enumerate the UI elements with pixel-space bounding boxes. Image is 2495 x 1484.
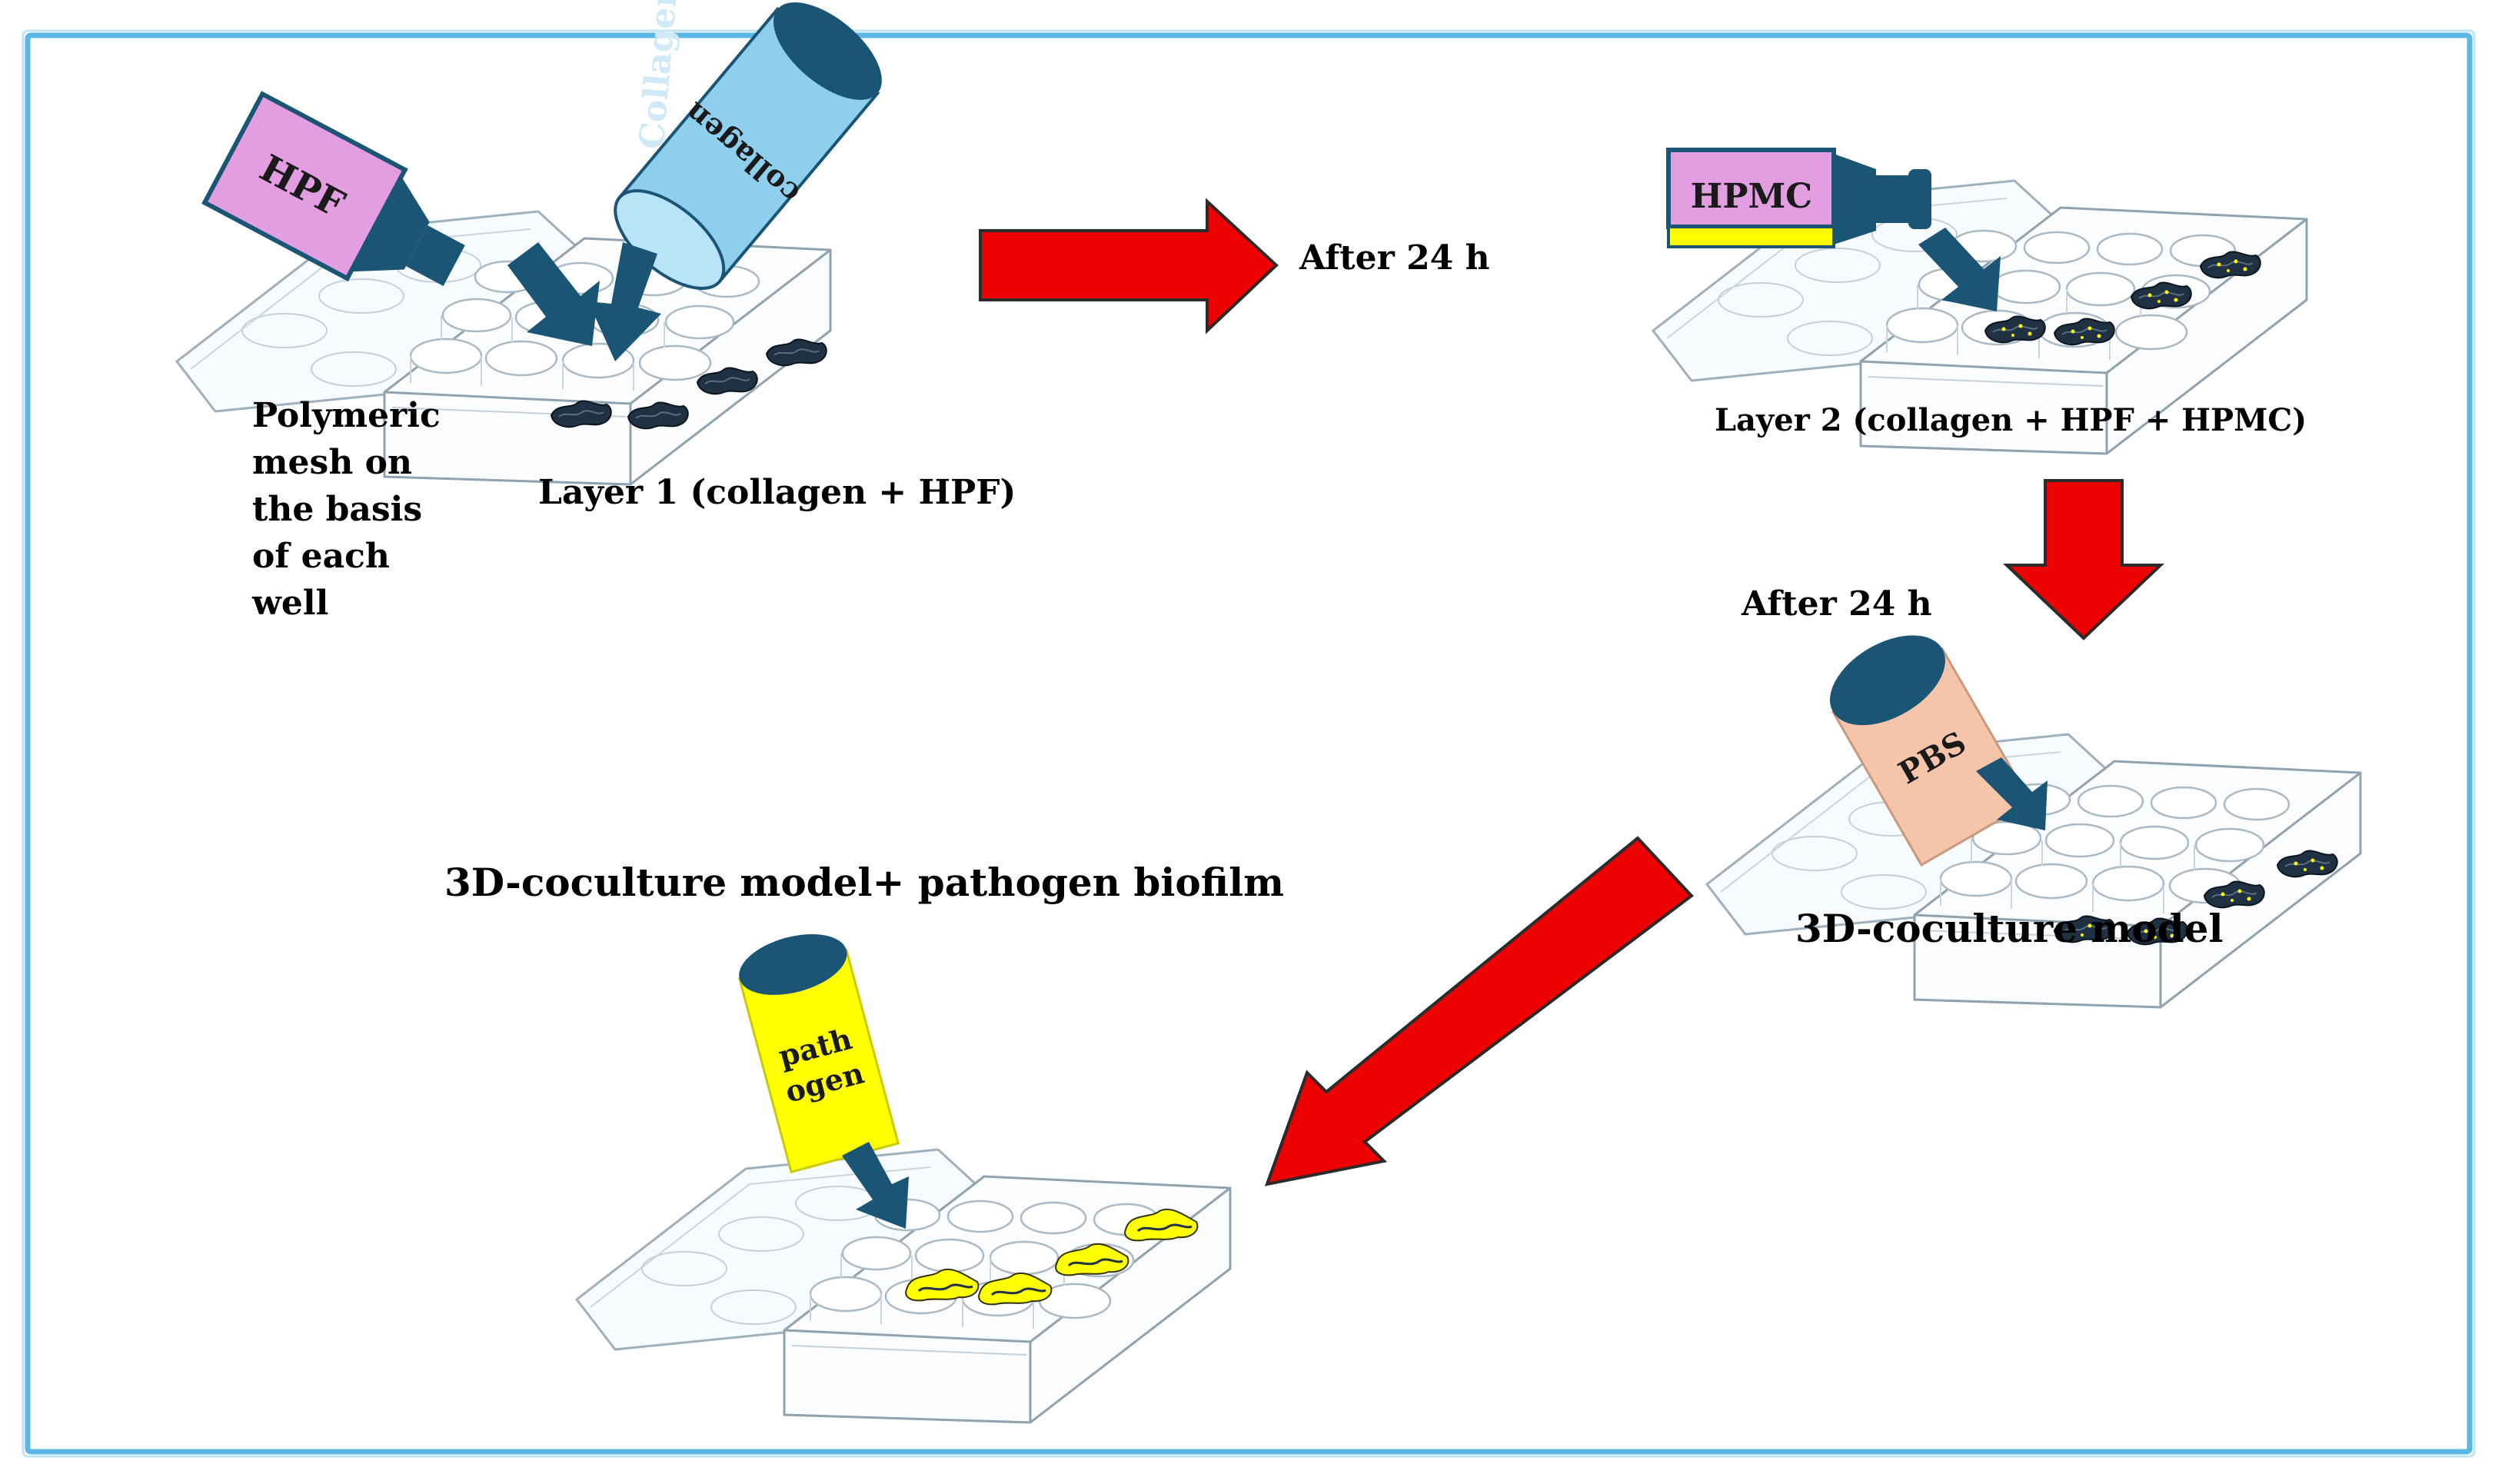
- red-arrow-diagonal: [1264, 836, 1694, 1186]
- plate-step3: [1705, 733, 2362, 1009]
- pathogen-tube-icon: path ogen: [737, 933, 900, 1174]
- hpmc-label: HPMC: [1691, 177, 1812, 216]
- hpmc-flask-icon: HPMC: [1666, 148, 1931, 248]
- mesh-line-5: well: [251, 584, 328, 623]
- after24-top-label: After 24 h: [1299, 238, 1490, 278]
- outer-frame-glow: [22, 29, 2476, 1458]
- layer1-label: Layer 1 (collagen + HPF): [538, 473, 1016, 512]
- after24-right-label: After 24 h: [1741, 584, 1932, 624]
- dark-arrow-4: [842, 1142, 909, 1229]
- pbs-tube-icon: PBS: [1830, 635, 2033, 867]
- mesh-line-4: of each: [252, 537, 390, 576]
- red-arrow-down: [2002, 479, 2165, 641]
- layer2-label: Layer 2 (collagen + HPF + HPMC): [1715, 402, 2307, 438]
- model-biofilm-label: 3D-coculture model+ pathogen biofilm: [444, 860, 1284, 905]
- dark-arrow-3: [1976, 757, 2048, 830]
- hpf-flask-icon: HPF: [201, 91, 465, 286]
- mesh-line-3: the basis: [252, 490, 422, 529]
- red-arrow-right: [979, 198, 1279, 334]
- collagen-tube-icon: collagen: [614, 2, 882, 291]
- dark-arrow-1b: [588, 242, 661, 361]
- mesh-line-2: mesh on: [252, 443, 412, 482]
- model-label: 3D-coculture model: [1795, 906, 2223, 951]
- mesh-line-1: Polymeric: [252, 396, 441, 435]
- dark-arrow-1a: [507, 242, 600, 346]
- outer-frame: [25, 32, 2473, 1455]
- mesh-text: Polymeric mesh on the basis of each well: [251, 396, 441, 623]
- dark-arrow-2: [1918, 228, 2001, 311]
